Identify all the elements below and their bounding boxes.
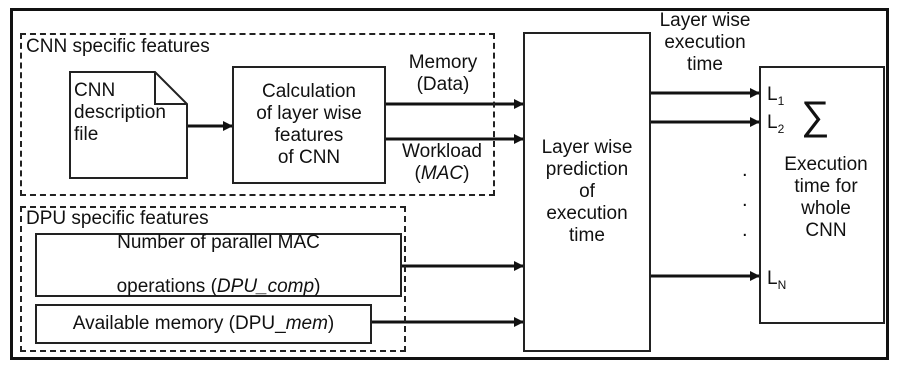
prediction-box: Layer wise prediction of execution time xyxy=(523,32,651,352)
execution-time-box: Execution time for whole CNN xyxy=(759,66,885,324)
dpu-mem-box: Available memory (DPU_mem) xyxy=(35,304,372,344)
workload-label: Workload (MAC) xyxy=(390,141,494,185)
dpu-comp-label: Number of parallel MAC operations (DPU_c… xyxy=(116,232,321,297)
ellipsis-dot-1: . xyxy=(742,159,748,181)
cnn-group-title: CNN specific features xyxy=(26,36,210,57)
calculation-box: Calculation of layer wise features of CN… xyxy=(232,66,386,184)
cnn-description-file: CNN description file xyxy=(74,80,166,145)
summation-symbol: ∑ xyxy=(801,94,830,138)
memory-label: Memory (Data) xyxy=(398,52,488,96)
layer-label-l1: L1 xyxy=(767,84,785,108)
memory-label-line2: (Data) xyxy=(416,74,470,95)
workload-label-line1: Workload xyxy=(402,141,482,162)
memory-label-line1: Memory xyxy=(408,52,478,73)
cnn-features-group xyxy=(20,33,495,196)
execution-time-label: Execution time for whole CNN xyxy=(784,154,868,241)
ellipsis-dot-2: . xyxy=(742,189,748,211)
layer-label-l2: L2 xyxy=(767,112,785,136)
ellipsis-dot-3: . xyxy=(742,219,748,241)
prediction-box-label: Layer wise prediction of execution time xyxy=(541,137,633,246)
dpu-group-title: DPU specific features xyxy=(26,208,209,229)
calculation-box-label: Calculation of layer wise features of CN… xyxy=(256,81,362,168)
layer-wise-execution-time-label: Layer wise execution time xyxy=(659,10,751,75)
document-shape xyxy=(69,71,188,179)
layer-label-ln: LN xyxy=(767,268,787,292)
workload-label-line2: (MAC) xyxy=(414,163,470,184)
dpu-comp-box: Number of parallel MAC operations (DPU_c… xyxy=(35,232,402,297)
dpu-features-group xyxy=(20,206,406,352)
diagram-frame xyxy=(10,8,889,360)
dpu-mem-label: Available memory (DPU_mem) xyxy=(72,313,335,334)
